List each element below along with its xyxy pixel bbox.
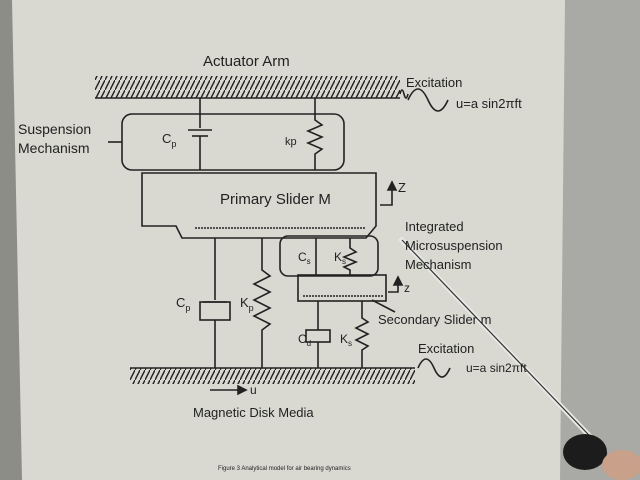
u-label: u [250,383,257,397]
primary-slider [141,172,377,239]
ks-label: Ks [334,250,346,266]
z-arrow-upper [380,186,393,206]
excitation-bottom-label: Excitation [418,341,474,356]
figure-caption: Figure 3 Analytical model for air bearin… [218,466,351,472]
z-upper-label: Z [398,180,406,195]
actuator-arm-label: Actuator Arm [203,53,290,70]
spring-ks-lower [354,301,370,368]
kp-top-label: kp [285,136,297,148]
hand [602,450,640,480]
disk-media-hatch [130,368,415,384]
z-lower-label: z [404,281,410,295]
excitation-top-label: Excitation [406,75,462,90]
actuator-arm-hatch [95,76,400,98]
screen-edge-shadow [0,0,22,480]
microsuspension-box [279,235,379,277]
cp-lower-label: Cp [176,295,190,313]
primary-slider-label: Primary Slider M [220,191,331,208]
disk-media-label: Magnetic Disk Media [193,405,314,420]
sine-wave-top [407,88,449,112]
cs-label: Cs [298,250,311,266]
secondary-slider [297,274,387,302]
integrated-label-1: Integrated [405,219,464,234]
kd-label: Ks [340,332,352,348]
cp-top-label: Cp [162,131,176,149]
kp-lower-label: Kp [240,295,254,313]
pointer-hand-glove [563,434,607,470]
spring-kp-top [305,98,325,170]
spring-kp-lower [252,238,272,368]
suspension-label-1: Suspension [18,121,91,137]
integrated-label-2: Microsuspension [405,238,503,253]
suspension-label-2: Mechanism [18,140,90,156]
cd-label: Cd [298,332,311,348]
excitation-bottom-equation: u=a sin2πft [466,361,527,375]
projection-screen [10,0,565,480]
sine-wave-bottom [417,358,451,378]
secondary-slider-label: Secondary Slider m [378,312,491,327]
excitation-top-equation: u=a sin2πft [456,96,522,111]
integrated-label-3: Mechanism [405,257,471,272]
